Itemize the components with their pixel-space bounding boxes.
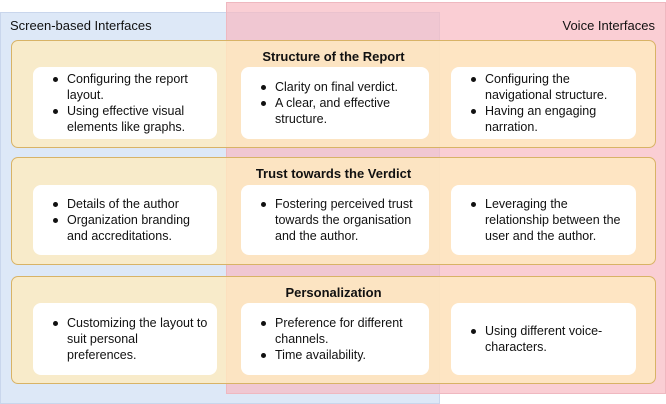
- list-item: Details of the author: [53, 196, 209, 212]
- bullet-list: Fostering perceived trust towards the or…: [241, 196, 421, 244]
- card-screen: Customizing the layout to suit personal …: [33, 303, 217, 375]
- list-item: Time availability.: [261, 347, 421, 363]
- screen-based-interfaces-label: Screen-based Interfaces: [10, 18, 152, 33]
- list-item: Organization branding and accreditations…: [53, 212, 209, 244]
- bullet-list: Details of the author Organization brand…: [33, 196, 209, 244]
- list-item: Using effective visual elements like gra…: [53, 103, 209, 135]
- list-item: Clarity on final verdict.: [261, 79, 421, 95]
- section-title: Personalization: [285, 285, 382, 300]
- section-trust-towards-the-verdict: Trust towards the Verdict Details of the…: [11, 157, 656, 265]
- voice-interfaces-label: Voice Interfaces: [562, 18, 656, 33]
- section-personalization: Personalization Customizing the layout t…: [11, 276, 656, 384]
- bullet-list: Customizing the layout to suit personal …: [33, 315, 209, 363]
- list-item: Having an engaging narration.: [471, 103, 628, 135]
- section-title: Structure of the Report: [262, 49, 405, 64]
- bullet-list: Configuring the report layout. Using eff…: [33, 71, 209, 135]
- card-shared: Clarity on final verdict. A clear, and e…: [241, 67, 429, 139]
- bullet-list: Leveraging the relationship between the …: [451, 196, 628, 244]
- list-item: Preference for different channels.: [261, 315, 421, 347]
- card-voice: Leveraging the relationship between the …: [451, 185, 636, 255]
- list-item: A clear, and effective structure.: [261, 95, 421, 127]
- bullet-list: Configuring the navigational structure. …: [451, 71, 628, 135]
- list-item: Fostering perceived trust towards the or…: [261, 196, 421, 244]
- bullet-list: Using different voice-characters.: [451, 323, 628, 355]
- list-item: Using different voice-characters.: [471, 323, 628, 355]
- section-title: Trust towards the Verdict: [255, 166, 412, 181]
- list-item: Configuring the report layout.: [53, 71, 209, 103]
- list-item: Customizing the layout to suit personal …: [53, 316, 208, 362]
- card-voice: Using different voice-characters.: [451, 303, 636, 375]
- card-voice: Configuring the navigational structure. …: [451, 67, 636, 139]
- list-item: Leveraging the relationship between the …: [471, 196, 628, 244]
- card-shared: Fostering perceived trust towards the or…: [241, 185, 429, 255]
- section-structure-of-the-report: Structure of the Report Configuring the …: [11, 40, 656, 148]
- bullet-list: Preference for different channels. Time …: [241, 315, 421, 363]
- list-item: Configuring the navigational structure.: [471, 71, 628, 103]
- card-screen: Configuring the report layout. Using eff…: [33, 67, 217, 139]
- bullet-list: Clarity on final verdict. A clear, and e…: [241, 79, 421, 127]
- card-shared: Preference for different channels. Time …: [241, 303, 429, 375]
- card-screen: Details of the author Organization brand…: [33, 185, 217, 255]
